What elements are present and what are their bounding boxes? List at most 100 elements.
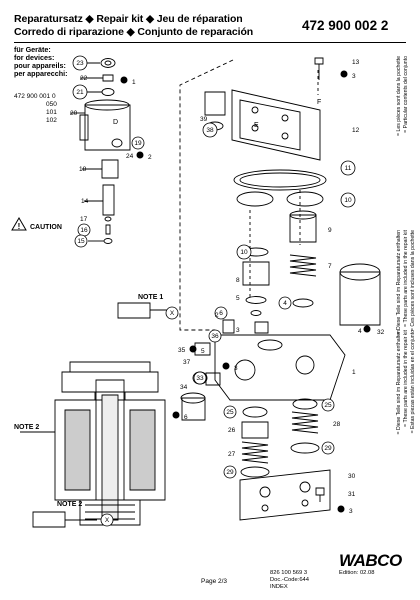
callout-number-c37: 37 [183,358,191,366]
part-32-cap [339,271,381,326]
callout-number-c31: 31 [348,490,356,498]
callout-number-c4: 4 [283,299,287,307]
devices-label-3: pour appareils: [14,61,66,70]
callout-number-c5: 5 [236,294,240,302]
part-29-ring-a [240,466,270,478]
callout-number-c39: 39 [200,115,208,123]
callout-29a [223,465,237,479]
callout-number-c29b: 29 [324,444,332,452]
callout-36 [208,329,222,343]
callout-number-c25b: 25 [324,401,332,409]
part-25-seal-b [292,398,318,410]
callout-19 [131,136,145,150]
part-28-spring [291,411,319,434]
callout-number-c18: 18 [79,165,87,173]
callout-number-t3: 3 [352,72,356,80]
grease-tube-2 [32,511,66,528]
devices-label-4: per apparecchi: [14,69,68,78]
callout-number-c17: 17 [80,215,88,223]
callout-number-c30: 30 [348,472,356,480]
callout-number-c6: 6 [219,309,223,317]
callout-number-c3: 3 [236,326,240,334]
footer-index: INDEX [270,584,288,590]
footer-doc-code: Doc.-Code:644 [270,577,309,583]
callout-number-c21: 21 [76,88,84,96]
callout-25a [223,405,237,419]
assembly-guide-line [179,59,234,331]
wabco-logo: WABCO [339,551,402,570]
grease-tube-1 [117,302,151,319]
callout-38 [202,122,218,138]
callout-number-c28: 28 [333,420,341,428]
callout-number-t6: 6 [184,413,188,421]
callout-number-c29a: 29 [226,468,234,476]
callout-number-c13: 13 [352,58,360,66]
part-34-shape [181,397,206,421]
callout-number-c36: 36 [211,332,219,340]
header-divider [14,42,406,43]
callout-note1-x [165,306,179,320]
callout-number-c34: 34 [180,383,188,391]
callout-number-c23: 23 [76,59,84,67]
callout-number-c35: 35 [178,346,186,354]
header-line-1: Reparatursatz ◆ Repair kit ◆ Jeu de répa… [14,13,243,25]
part-25-seal-a [242,406,268,418]
part-6-shape [250,310,262,316]
part-8-shape [242,261,270,286]
callout-number-c12: 12 [352,126,360,134]
part-16-shape [105,224,111,235]
torque-icon-6 [172,411,180,419]
part-3-shape [254,321,269,334]
torque-icon-3c [222,362,230,370]
callout-number-c22: 22 [80,74,88,82]
footer-edition: Edition: 02.08 [339,570,375,576]
callout-number-t3b: 3 [349,507,353,515]
torque-icon-2 [136,151,144,159]
annotation-letter_f: F [317,99,322,106]
devices-label-2: for devices: [14,53,55,62]
callout-number-c19: 19 [134,139,142,147]
part-number: 472 900 002 2 [302,18,389,33]
callout-number-t1: 1 [132,78,136,86]
part-30-base [239,469,331,521]
torque-icon-3b [337,505,345,513]
sectional-view [20,361,166,526]
callout-note2-x [100,513,114,527]
callout-number-c10a: 10 [344,196,352,204]
annotation-letter_d: D [113,119,119,126]
callout-number-c24: 24 [126,152,134,160]
device-variant-2: 101 [46,109,57,116]
part-11-gasket [233,169,327,191]
part-12-cover [231,89,321,161]
callout-29b [321,441,335,455]
part-4-shape [292,298,314,308]
callout-number-t2: 2 [148,153,152,161]
annotation-note2b: NOTE 2 [57,501,83,508]
devices-label-1: für Geräte: [14,45,51,54]
device-number-base: 472 900 001 0 [14,93,56,100]
part-29-ring-b [290,442,320,454]
callout-number-c20: 20 [70,109,78,117]
part-13-shape [314,57,324,65]
callout-number-t3c: 3 [234,364,238,372]
callout-number-c38: 38 [206,126,214,134]
callout-33 [193,371,207,385]
callout-number-t5: 5 [201,347,205,355]
part-20-coil [84,104,131,151]
callout-number-c14: 14 [81,197,89,205]
callout-number-c33: 33 [196,374,204,382]
callout-number-c16: 16 [80,226,88,234]
page-number: Page 2/3 [201,578,228,585]
part-23-shape [100,58,116,68]
caution-mark: ! [18,222,21,231]
part-22-shape [102,74,114,82]
annotation-letter_e: E [254,122,259,129]
callout-number-c2: 2 [215,311,219,319]
header-line-2: Corredo di riparazione ◆ Conjunto de rep… [14,26,254,38]
annotation-note2a: NOTE 2 [14,424,40,431]
part-5-shape [245,296,267,304]
callout-number-t4: 4 [358,327,362,335]
callout-4 [278,296,292,310]
